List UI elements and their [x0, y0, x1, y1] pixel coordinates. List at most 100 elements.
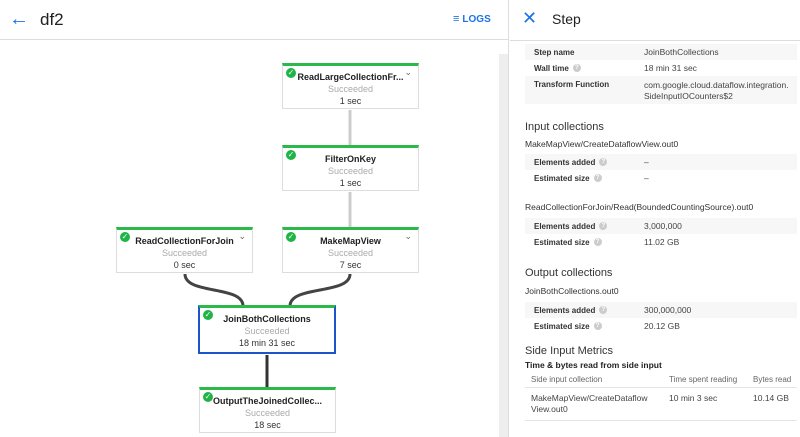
collection-name: ReadCollectionForJoin/Read(BoundedCounti… — [525, 202, 754, 212]
metric-value: 300,000,000 — [644, 304, 692, 315]
check-circle-icon: ✓ — [203, 392, 213, 402]
metric-row: Estimated size? – — [525, 170, 797, 186]
divider — [525, 387, 797, 388]
metric-key: Estimated size — [534, 173, 590, 183]
metric-key: Elements added — [534, 221, 596, 231]
info-row: Step name JoinBothCollections — [525, 44, 797, 60]
node-name: FilterOnKey — [324, 154, 376, 164]
collection-name: MakeMapView/CreateDataflowView.out0 — [525, 139, 679, 149]
job-title: df2 — [40, 10, 64, 29]
help-icon[interactable]: ? — [599, 158, 608, 167]
help-icon[interactable]: ? — [572, 64, 581, 73]
logs-button[interactable]: ≡LOGS — [453, 13, 491, 25]
graph-edges — [183, 110, 352, 388]
node-status: Succeeded — [327, 84, 374, 94]
node-status: Succeeded — [244, 408, 291, 418]
node-time: 1 sec — [339, 96, 362, 106]
node-time: 1 sec — [339, 178, 362, 188]
logs-label: LOGS — [462, 14, 491, 25]
divider — [510, 40, 800, 41]
node-name: ReadCollectionForJoin — [135, 236, 234, 246]
metric-row: Estimated size? 20.12 GB — [525, 318, 797, 334]
panel-title: Step — [552, 11, 581, 27]
metric-row: Elements added? 3,000,000 — [525, 218, 797, 234]
info-value: com.google.cloud.dataflow.integration. — [644, 80, 789, 90]
node-status: Succeeded — [327, 166, 374, 176]
chevron-down-icon[interactable]: ⌄ — [404, 67, 412, 77]
metric-key: Estimated size — [534, 321, 590, 331]
step-node[interactable]: ✓ ⌄ReadLargeCollectionFr... Succeeded 1 sec — [282, 63, 419, 109]
info-key: Step name — [534, 47, 575, 57]
bytes-read: 10.14 GB — [753, 393, 789, 403]
metric-key: Elements added — [534, 305, 596, 315]
node-status: Succeeded — [244, 326, 290, 336]
metric-key: Elements added — [534, 157, 596, 167]
metric-value: 11.02 GB — [644, 236, 680, 247]
input-collections-heading: Input collections — [525, 121, 604, 133]
collection-name: JoinBothCollections.out0 — [525, 286, 619, 296]
node-status: Succeeded — [327, 248, 374, 258]
edge — [288, 273, 352, 307]
info-key: Transform Function — [534, 80, 610, 89]
node-name: MakeMapView — [320, 236, 381, 246]
help-icon[interactable]: ? — [599, 222, 608, 231]
output-collections-heading: Output collections — [525, 267, 613, 279]
node-time: 7 sec — [339, 260, 362, 270]
scrollbar[interactable] — [499, 54, 508, 437]
metric-row: Elements added? – — [525, 154, 797, 170]
metric-value: 20.12 GB — [644, 320, 680, 331]
check-circle-icon: ✓ — [286, 68, 296, 78]
step-node[interactable]: ✓OutputTheJoinedCollec... Succeeded 18 sec — [199, 387, 336, 433]
info-value: SideInputIOCounters$2 — [644, 91, 733, 101]
check-circle-icon: ✓ — [203, 310, 213, 320]
help-icon[interactable]: ? — [593, 238, 602, 247]
chevron-down-icon[interactable]: ⌄ — [238, 231, 246, 241]
arrow-left-icon[interactable]: ← — [9, 8, 29, 30]
metric-value: – — [644, 156, 649, 167]
node-time: 18 min 31 sec — [238, 338, 296, 348]
node-name: ReadLargeCollectionFr... — [297, 72, 404, 82]
metric-row: Elements added? 300,000,000 — [525, 302, 797, 318]
help-icon[interactable]: ? — [599, 306, 608, 315]
info-row: Wall time? 18 min 31 sec — [525, 60, 797, 76]
metric-value: – — [644, 172, 649, 183]
metric-value: 3,000,000 — [644, 220, 682, 231]
cell-text: View.out0 — [531, 404, 568, 414]
node-name: JoinBothCollections — [223, 314, 311, 324]
node-name: OutputTheJoinedCollec... — [212, 396, 322, 406]
side-input-heading: Side Input Metrics — [525, 345, 614, 357]
graph-panel: ← df2 ≡LOGS ✓⌄ReadLargeCollectionFr...Su… — [0, 0, 509, 437]
column-header: Bytes read — [753, 375, 792, 384]
node-status: Succeeded — [161, 248, 208, 258]
metric-row: Estimated size? 11.02 GB — [525, 234, 797, 250]
node-time: 0 sec — [173, 260, 196, 270]
step-panel: ✕ Step Step name JoinBothCollections Wall… — [510, 0, 800, 437]
info-key: Wall time — [534, 63, 569, 73]
info-value: JoinBothCollections — [644, 46, 719, 57]
info-value: 18 min 31 sec — [644, 62, 697, 73]
job-header: ← df2 ≡LOGS — [0, 0, 509, 40]
node-time: 18 sec — [254, 420, 281, 430]
column-header: Time spent reading — [669, 375, 738, 384]
help-icon[interactable]: ? — [593, 322, 602, 331]
time-spent: 10 min 3 sec — [669, 393, 718, 403]
list-icon: ≡ — [453, 13, 460, 25]
help-icon[interactable]: ? — [593, 174, 602, 183]
cell-text: MakeMapView/CreateDataflow — [531, 393, 648, 403]
side-input-subheading: Time & bytes read from side input — [525, 360, 662, 370]
metric-key: Estimated size — [534, 237, 590, 247]
check-circle-icon: ✓ — [120, 232, 130, 242]
edge — [183, 273, 245, 307]
check-circle-icon: ✓ — [286, 150, 296, 160]
check-circle-icon: ✓ — [286, 232, 296, 242]
column-header: Side input collection — [531, 375, 603, 384]
divider — [525, 420, 797, 421]
close-icon[interactable]: ✕ — [522, 8, 538, 28]
chevron-down-icon[interactable]: ⌄ — [404, 231, 412, 241]
info-row: Transform Function com.google.cloud.dataf… — [525, 76, 797, 104]
